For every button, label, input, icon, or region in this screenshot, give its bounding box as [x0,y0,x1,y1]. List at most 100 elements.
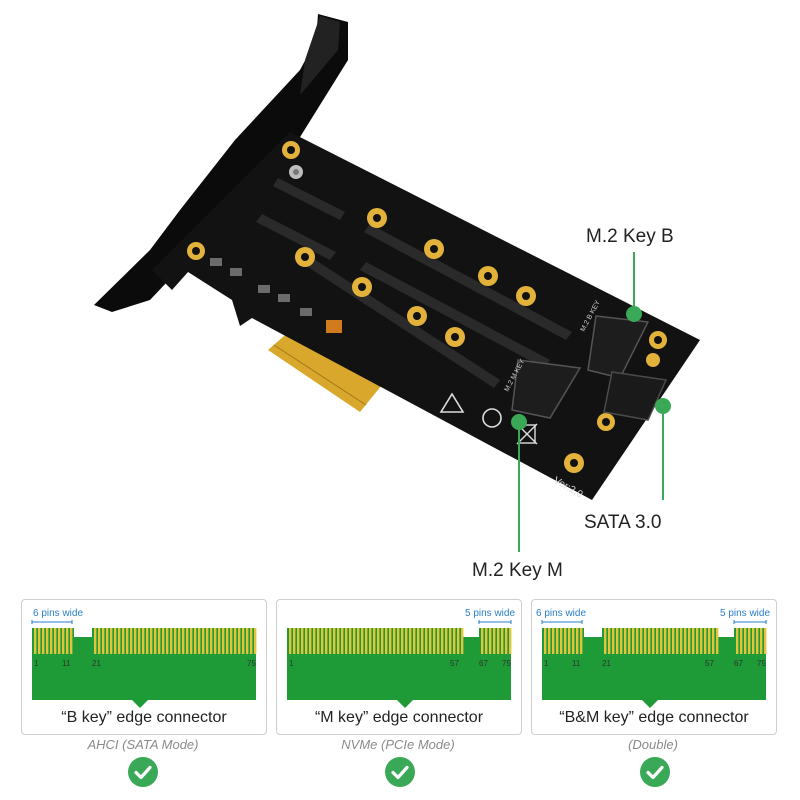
pin [413,628,416,654]
pin [238,628,241,654]
pin [409,628,412,654]
pin-number: 1 [289,659,294,668]
pin [676,628,679,654]
pin-number: 21 [602,659,611,668]
pin [142,628,145,654]
pin [736,628,739,654]
left-pins-wide-label: 6 pins wide [536,608,586,619]
pin [405,628,408,654]
pcie-edge-connector [268,322,386,412]
pin [102,628,105,654]
pin [564,628,567,654]
pin [580,628,583,654]
pin [616,628,619,654]
pin [46,628,49,654]
pin [604,628,607,654]
pin [640,628,643,654]
pin [345,628,348,654]
pin [114,628,117,654]
pin [170,628,173,654]
pin [166,628,169,654]
pin-row-left [544,628,583,654]
pin-number: 11 [62,659,71,668]
pin [744,628,747,654]
pin [548,628,551,654]
pin [501,628,504,654]
pin [716,628,719,654]
panel-bm-key: 6 pins wide 5 pins wide 1 11 21 57 67 75… [531,599,777,735]
check-circle-icon [128,757,158,787]
pin [692,628,695,654]
pin [668,628,671,654]
pin [130,628,133,654]
pin [313,628,316,654]
panel-b-key: 6 pins wide 1 11 21 75 “B key” edge conn… [21,599,267,735]
pin [497,628,500,654]
pin [696,628,699,654]
pin [38,628,41,654]
callout-sata: SATA 3.0 [584,512,662,533]
pin [162,628,165,654]
pin [150,628,153,654]
pin [660,628,663,654]
pin [764,628,767,654]
pin [194,628,197,654]
pin [202,628,205,654]
pin [321,628,324,654]
pin [230,628,233,654]
pin [688,628,691,654]
pin [234,628,237,654]
pin [329,628,332,654]
pin [433,628,436,654]
b-key-connector-diagram: 6 pins wide 1 11 21 75 [31,608,257,708]
pin [357,628,360,654]
pin [254,628,257,654]
pin [317,628,320,654]
pin [445,628,448,654]
sata-connector [603,371,668,421]
pin [54,628,57,654]
pin [222,628,225,654]
pin [664,628,667,654]
pin [648,628,651,654]
pin [337,628,340,654]
pin [552,628,555,654]
pin [106,628,109,654]
pin [628,628,631,654]
pin [250,628,253,654]
pin [242,628,245,654]
pin [441,628,444,654]
pin [656,628,659,654]
pin-row-right [481,628,512,654]
pin [126,628,129,654]
pin [377,628,380,654]
capacitor [326,320,342,333]
pin-number: 21 [92,659,101,668]
mode-label-m-key: NVMe (PCIe Mode) [341,737,455,752]
mode-label-bm-key: (Double) [628,737,678,752]
pin [421,628,424,654]
pin [293,628,296,654]
pin [62,628,65,654]
pin [353,628,356,654]
check-circle-icon [640,757,670,787]
right-pins-wide-label: 5 pins wide [720,608,770,619]
pin [98,628,101,654]
m-key-connector-diagram: 5 pins wide 1 57 67 75 [287,608,515,708]
pin [509,628,512,654]
pin [190,628,193,654]
pin [652,628,655,654]
pin [373,628,376,654]
pin [576,628,579,654]
pin [632,628,635,654]
pin [624,628,627,654]
pin [214,628,217,654]
pin-row-middle [604,628,719,654]
pin [158,628,161,654]
pin [182,628,185,654]
pin [485,628,488,654]
pin [58,628,61,654]
pin [297,628,300,654]
pin [325,628,328,654]
